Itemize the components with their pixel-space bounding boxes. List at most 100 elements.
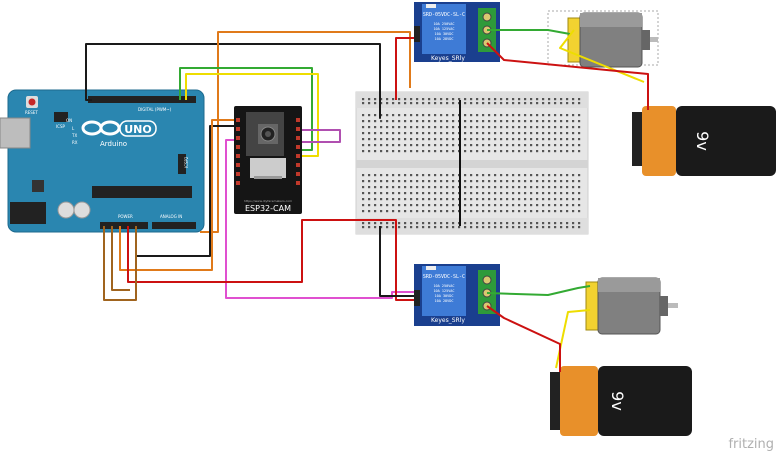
breadboard-hole bbox=[392, 114, 395, 117]
breadboard-hole bbox=[578, 126, 581, 129]
breadboard-hole bbox=[440, 222, 443, 225]
breadboard-hole bbox=[512, 210, 515, 213]
breadboard-hole bbox=[536, 180, 539, 183]
breadboard-hole bbox=[392, 98, 395, 101]
breadboard-hole bbox=[452, 150, 455, 153]
breadboard-hole bbox=[380, 198, 383, 201]
breadboard-hole bbox=[434, 180, 437, 183]
breadboard-hole bbox=[368, 198, 371, 201]
breadboard-hole bbox=[578, 138, 581, 141]
battery-bottom-label: 9v bbox=[608, 391, 627, 411]
breadboard-hole bbox=[506, 226, 509, 229]
breadboard-hole bbox=[548, 98, 551, 101]
breadboard-hole bbox=[416, 210, 419, 213]
breadboard-hole bbox=[470, 186, 473, 189]
breadboard-hole bbox=[542, 102, 545, 105]
breadboard-hole bbox=[398, 138, 401, 141]
breadboard-hole bbox=[482, 132, 485, 135]
breadboard-hole bbox=[470, 198, 473, 201]
breadboard-hole bbox=[368, 226, 371, 229]
breadboard-hole bbox=[452, 114, 455, 117]
breadboard-hole bbox=[440, 132, 443, 135]
breadboard-hole bbox=[518, 126, 521, 129]
breadboard-hole bbox=[512, 180, 515, 183]
breadboard-hole bbox=[386, 210, 389, 213]
breadboard-hole bbox=[554, 138, 557, 141]
breadboard-hole bbox=[392, 210, 395, 213]
esp32cam-pin bbox=[236, 145, 240, 149]
breadboard-hole bbox=[392, 222, 395, 225]
breadboard-hole bbox=[440, 210, 443, 213]
breadboard-hole bbox=[386, 114, 389, 117]
breadboard-hole bbox=[440, 204, 443, 207]
breadboard-hole bbox=[530, 144, 533, 147]
fritzing-watermark: fritzing bbox=[728, 437, 774, 452]
breadboard-hole bbox=[392, 174, 395, 177]
breadboard-hole bbox=[386, 186, 389, 189]
breadboard-hole bbox=[482, 114, 485, 117]
breadboard-hole bbox=[440, 186, 443, 189]
breadboard-hole bbox=[452, 186, 455, 189]
breadboard-hole bbox=[440, 150, 443, 153]
breadboard-hole bbox=[416, 222, 419, 225]
breadboard-hole bbox=[416, 186, 419, 189]
breadboard-hole bbox=[572, 186, 575, 189]
breadboard-hole bbox=[380, 210, 383, 213]
breadboard-hole bbox=[392, 132, 395, 135]
breadboard-hole bbox=[506, 150, 509, 153]
breadboard-hole bbox=[380, 186, 383, 189]
breadboard-hole bbox=[542, 210, 545, 213]
breadboard-hole bbox=[470, 144, 473, 147]
breadboard-hole bbox=[470, 98, 473, 101]
breadboard-hole bbox=[518, 204, 521, 207]
breadboard-hole bbox=[536, 204, 539, 207]
esp32cam-pin bbox=[236, 163, 240, 167]
breadboard-hole bbox=[428, 114, 431, 117]
breadboard-hole bbox=[434, 132, 437, 135]
breadboard-hole bbox=[500, 174, 503, 177]
breadboard-hole bbox=[380, 120, 383, 123]
breadboard-hole bbox=[374, 226, 377, 229]
breadboard-hole bbox=[560, 138, 563, 141]
breadboard-hole bbox=[518, 186, 521, 189]
breadboard-hole bbox=[548, 192, 551, 195]
breadboard-hole bbox=[422, 114, 425, 117]
breadboard-hole bbox=[548, 204, 551, 207]
breadboard-hole bbox=[464, 174, 467, 177]
relay-bottom-coil: SRD-05VDC-SL-C bbox=[423, 274, 465, 280]
breadboard-hole bbox=[398, 222, 401, 225]
breadboard-hole bbox=[542, 114, 545, 117]
breadboard-hole bbox=[434, 114, 437, 117]
breadboard-hole bbox=[488, 180, 491, 183]
breadboard-hole bbox=[446, 180, 449, 183]
arduino-analog-label: ANALOG IN bbox=[160, 214, 182, 219]
breadboard-hole bbox=[476, 226, 479, 229]
breadboard-hole bbox=[536, 186, 539, 189]
breadboard-hole bbox=[500, 222, 503, 225]
breadboard-hole bbox=[428, 222, 431, 225]
breadboard-hole bbox=[488, 120, 491, 123]
breadboard-hole bbox=[524, 174, 527, 177]
breadboard-hole bbox=[494, 138, 497, 141]
breadboard-hole bbox=[428, 210, 431, 213]
breadboard-hole bbox=[566, 226, 569, 229]
breadboard-hole bbox=[524, 120, 527, 123]
breadboard-hole bbox=[404, 186, 407, 189]
arduino-rx-label: RX bbox=[72, 140, 78, 145]
breadboard-hole bbox=[566, 174, 569, 177]
breadboard-hole bbox=[572, 204, 575, 207]
relay-top-name: Keyes_SRly bbox=[431, 55, 465, 62]
breadboard-hole bbox=[464, 222, 467, 225]
breadboard-hole bbox=[524, 186, 527, 189]
breadboard-hole bbox=[362, 120, 365, 123]
breadboard-hole bbox=[404, 144, 407, 147]
breadboard-hole bbox=[380, 222, 383, 225]
breadboard-hole bbox=[500, 114, 503, 117]
breadboard-hole bbox=[470, 174, 473, 177]
breadboard-hole bbox=[368, 192, 371, 195]
breadboard-hole bbox=[542, 144, 545, 147]
breadboard-hole bbox=[530, 198, 533, 201]
breadboard-hole bbox=[416, 150, 419, 153]
breadboard-hole bbox=[536, 98, 539, 101]
breadboard-hole bbox=[470, 114, 473, 117]
